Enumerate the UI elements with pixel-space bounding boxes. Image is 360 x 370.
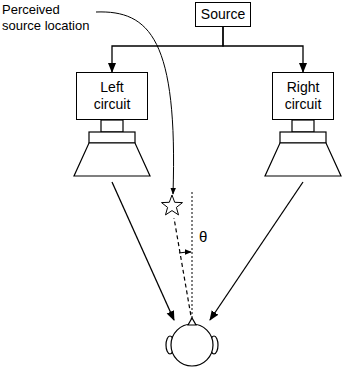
listener-head [166, 318, 218, 366]
box-text: Source [201, 6, 245, 23]
box-text: Right circuit [278, 79, 328, 113]
source-box: Source [195, 2, 251, 27]
angle-label: θ [199, 228, 219, 246]
signal-connector [112, 27, 223, 72]
connector-layer [112, 27, 303, 72]
right-speaker [265, 120, 341, 176]
callout-label: Perceived source location [2, 2, 92, 33]
circuit-box: Right circuit [272, 72, 334, 120]
perceived-source-star [162, 195, 183, 215]
box-text: Left circuit [82, 79, 142, 113]
left-speaker [74, 120, 150, 176]
signal-connector [223, 27, 303, 72]
angle-arc [179, 252, 191, 253]
sound-path [210, 182, 303, 320]
direction-line [174, 218, 192, 322]
circuit-box: Left circuit [76, 72, 148, 120]
median-line [192, 190, 193, 322]
